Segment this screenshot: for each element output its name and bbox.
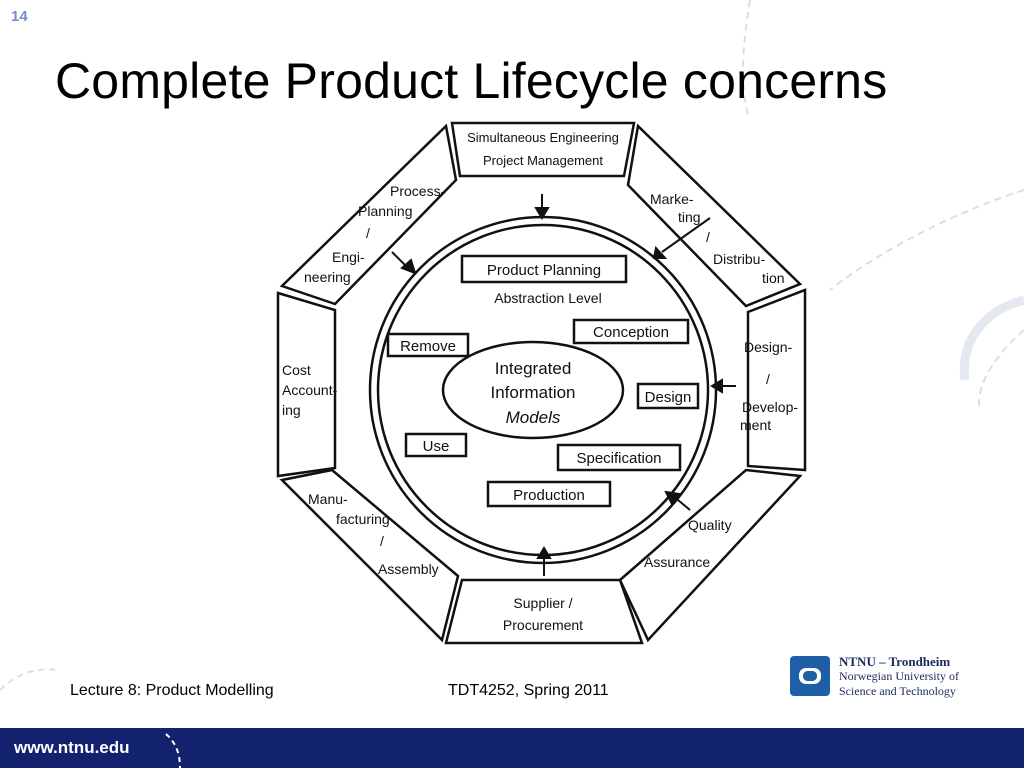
abstraction-level-label: Abstraction Level	[494, 290, 601, 306]
arrow-top	[534, 207, 550, 220]
product-planning-box	[460, 254, 628, 284]
core-line1: Integrated	[495, 359, 572, 378]
segment-top-line2: Project Management	[483, 153, 603, 168]
website-link[interactable]: www.ntnu.edu	[14, 738, 130, 757]
segment-top-left-line5: neering	[304, 269, 351, 285]
remove-box	[386, 332, 470, 358]
remove-label: Remove	[400, 338, 456, 355]
lifecycle-diagram: Simultaneous Engineering Project Managem…	[276, 121, 807, 645]
segment-top-right-line2: ting	[678, 209, 701, 225]
segment-top-line1: Simultaneous Engineering	[467, 130, 619, 145]
conception-box	[572, 318, 690, 345]
segment-bottom-left	[279, 468, 460, 643]
design-label: Design	[645, 389, 692, 406]
segment-right-line4: ment	[740, 417, 771, 433]
use-label: Use	[423, 438, 450, 455]
core-line2: Information	[490, 383, 575, 402]
conception-label: Conception	[593, 324, 669, 341]
segment-top-left	[279, 123, 458, 306]
production-label: Production	[513, 487, 585, 504]
segment-top-left-line1: Process-	[390, 183, 446, 199]
core-ellipse	[441, 340, 625, 440]
segment-bottom-left-line4: Assembly	[378, 561, 439, 577]
bottom-bar	[0, 728, 1024, 768]
segment-top-right-line1: Marke-	[650, 191, 694, 207]
segment-right-line3: Develop-	[742, 399, 798, 415]
arrow-top-left	[400, 258, 417, 275]
segment-top-right-line3: /	[706, 229, 710, 245]
bar-decoration	[165, 733, 181, 768]
segment-right-line2: /	[766, 371, 770, 387]
segment-bottom	[444, 578, 644, 645]
segment-top-left-line2: Planning	[358, 203, 413, 219]
arrow-top-right	[652, 245, 668, 259]
segment-left-line2: Account-	[282, 382, 338, 398]
ntnu-logo-icon	[790, 656, 830, 696]
specification-box	[556, 443, 682, 472]
segment-bottom-line1: Supplier /	[513, 595, 572, 611]
product-planning-label: Product Planning	[487, 262, 601, 279]
segment-top-left-line3: /	[366, 225, 370, 241]
segment-top-right-line4: Distribu-	[713, 251, 765, 267]
segment-left	[276, 291, 337, 478]
segment-top-left-line4: Engi-	[332, 249, 365, 265]
slide-number: 14	[11, 8, 28, 25]
slide-title: Complete Product Lifecycle concerns	[55, 53, 888, 109]
ntnu-wordmark: NTNU – Trondheim Norwegian University of…	[839, 654, 959, 699]
segment-top-right	[626, 123, 803, 308]
arrow-right	[710, 378, 723, 394]
ntnu-name: NTNU – Trondheim	[839, 654, 951, 669]
footer-lecture: Lecture 8: Product Modelling	[70, 682, 274, 699]
footer-course: TDT4252, Spring 2011	[448, 682, 609, 699]
arrow-bottom-right	[664, 490, 681, 506]
use-box	[404, 432, 468, 458]
specification-label: Specification	[576, 450, 661, 467]
segment-left-line3: ing	[282, 402, 301, 418]
segment-bottom-line2: Procurement	[503, 617, 583, 633]
segment-top-right-line5: tion	[762, 270, 785, 286]
segment-bottom-right-line2: Assurance	[644, 554, 710, 570]
production-box	[486, 480, 612, 508]
segment-bottom-right-line1: Quality	[688, 517, 732, 533]
segment-right	[746, 288, 807, 472]
arrow-bottom	[536, 546, 552, 559]
design-box	[636, 382, 700, 410]
ntnu-subtitle-2: Science and Technology	[839, 684, 956, 698]
segment-bottom-left-line1: Manu-	[308, 491, 348, 507]
segment-bottom-left-line3: /	[380, 533, 384, 549]
segment-bottom-left-line2: facturing	[336, 511, 390, 527]
segment-top	[450, 121, 636, 178]
ntnu-subtitle-1: Norwegian University of	[839, 669, 959, 683]
segment-right-line1: Design-	[744, 339, 793, 355]
segment-left-line1: Cost	[282, 362, 311, 378]
core-line3: Models	[506, 408, 561, 427]
